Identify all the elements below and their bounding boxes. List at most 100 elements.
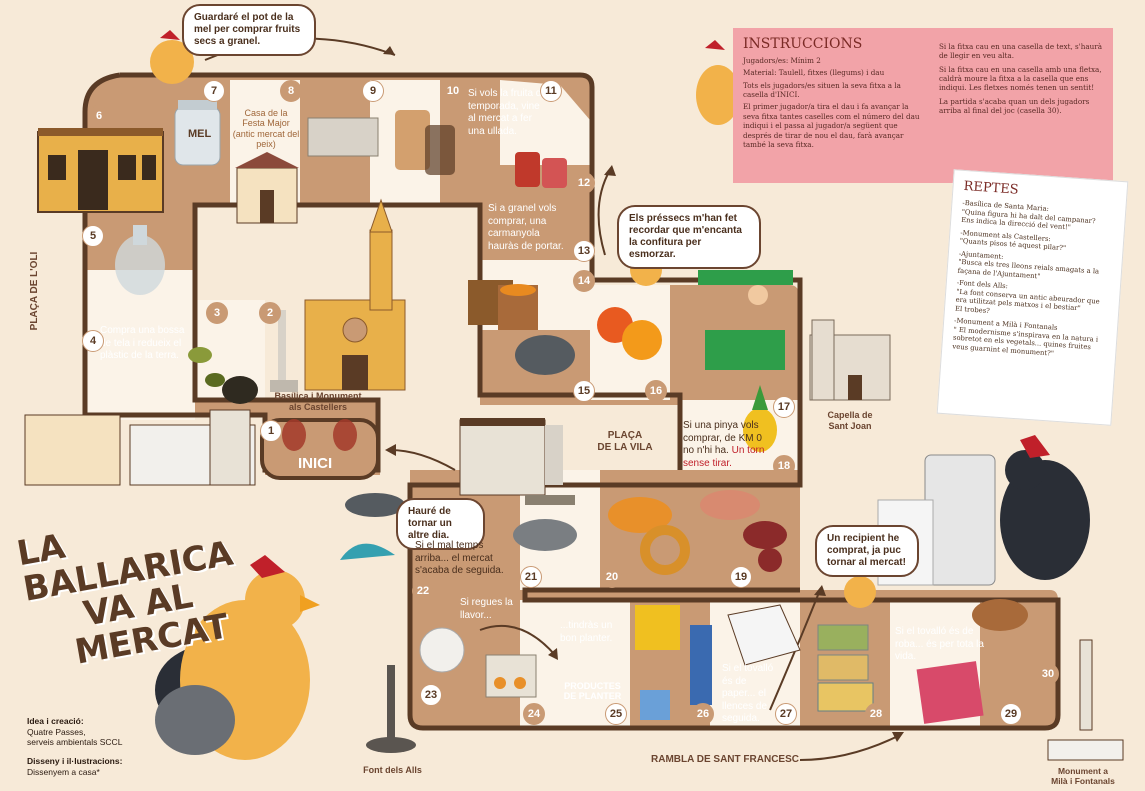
eggs-icon <box>485 654 537 698</box>
cell-number-29[interactable]: 29 <box>1000 703 1022 725</box>
instructions-p5: La partida s'acaba quan un dels jugadors… <box>938 96 1090 116</box>
cell-number-18[interactable]: 18 <box>773 455 795 477</box>
ajuntament-icon <box>459 418 575 505</box>
oil-bottle-icon <box>115 225 165 295</box>
cell-number-1[interactable]: 1 <box>260 420 282 442</box>
houses-icon <box>24 409 256 486</box>
label-capella: Capella de Sant Joan <box>815 410 885 432</box>
monument-mila-icon <box>1047 639 1124 761</box>
label-placa-vila-2: DE LA VILA <box>597 442 653 453</box>
sausages-icon <box>700 490 787 572</box>
castellers-monument-icon <box>270 310 298 392</box>
cell-number-19[interactable]: 19 <box>730 566 752 588</box>
repte-4: -Font dels Alls:"La font conserva un ant… <box>955 279 1110 324</box>
label-capella-1: Capella de <box>827 410 873 420</box>
cell-number-28[interactable]: 28 <box>865 703 887 725</box>
credits-idea-label: Idea i creació: <box>27 716 84 726</box>
instructions-p1: Tots els jugadors/es situen la seva fitx… <box>743 80 901 100</box>
basilica-icon <box>304 198 406 391</box>
cell-number-24[interactable]: 24 <box>523 703 545 725</box>
cell-number-6[interactable]: 6 <box>88 105 110 127</box>
food-containers-icon <box>817 624 874 712</box>
pineapple-icon <box>743 385 777 452</box>
credits-design-label: Disseny i il·lustracions: <box>27 755 123 766</box>
cell-number-11[interactable]: 11 <box>540 80 562 102</box>
instructions-p3: Si la fitxa cau en una casella de text, … <box>938 42 1102 61</box>
cell-number-8[interactable]: 8 <box>280 80 302 102</box>
cell-number-10[interactable]: 10 <box>442 80 464 102</box>
festa-major-house-icon <box>235 152 299 224</box>
cell-number-15[interactable]: 15 <box>573 380 595 402</box>
label-font-dels-alls: Font dels Alls <box>363 765 422 775</box>
cell-23-text: Si regues la llavor... <box>460 597 513 621</box>
cell-number-17[interactable]: 17 <box>773 396 795 418</box>
cell-27-text: Si el tovalló és de paper... el llences … <box>722 663 774 724</box>
cell-29-text: Si el tovalló és de roba... és per tota … <box>895 626 984 662</box>
cell-number-16[interactable]: 16 <box>645 380 667 402</box>
label-capella-2: Sant Joan <box>828 420 872 431</box>
nuts-jars-icon <box>395 110 455 175</box>
instructions-p2: El primer jugador/a tira el dau i fa ava… <box>743 102 920 149</box>
label-placa-oli: PLAÇA DE L'OLI <box>29 251 40 331</box>
credits-idea-value-1: Quatre Passes, <box>27 726 86 737</box>
label-basilica: Basílica i Monument als Castellers <box>274 391 362 412</box>
small-hen-icon-top <box>150 30 194 84</box>
cell-18-text: Si una pinya vols comprar, de KM 0 no n'… <box>683 420 771 470</box>
cell-number-7[interactable]: 7 <box>203 80 225 102</box>
speech-bubble-container: Un recipient he comprat, ja puc tornar a… <box>815 525 919 577</box>
black-rooster-icon <box>1000 435 1090 580</box>
planter-label-2: DE PLANTER <box>563 690 622 701</box>
label-placa-vila-1: PLAÇA <box>607 430 643 441</box>
planter-label: PRODUCTES DE PLANTER <box>560 681 625 702</box>
cell-number-30[interactable]: 30 <box>1037 663 1059 685</box>
rain-cloud-icon <box>340 493 405 560</box>
planter-label-1: PRODUCTES <box>564 681 621 691</box>
cell-number-26[interactable]: 26 <box>692 703 714 725</box>
instructions-players: Jugadors/es: Mínim 2 <box>743 56 821 65</box>
cell-number-14[interactable]: 14 <box>573 270 595 292</box>
cell-number-21[interactable]: 21 <box>520 566 542 588</box>
cell-number-23[interactable]: 23 <box>420 684 442 706</box>
cell-4-text: Compra una bossa de tela i redueix el pl… <box>100 325 185 361</box>
honey-jar-icon <box>174 100 221 166</box>
instructions-title: INSTRUCCIONS <box>743 36 863 52</box>
cell-number-3[interactable]: 3 <box>206 302 228 324</box>
instructions-panel: INSTRUCCIONS Jugadors/es: Mínim 2 Materi… <box>733 28 1113 183</box>
honey-jar-label: MEL <box>188 128 212 140</box>
label-monument-2: Milà i Fontanals <box>1051 776 1115 787</box>
font-dels-alls-icon <box>366 665 416 753</box>
cell-18-penalty: Un torn sense tirar. <box>683 445 765 469</box>
cell-number-12[interactable]: 12 <box>573 172 595 194</box>
credits-design-value: Dissenyem a casa* <box>27 766 100 777</box>
label-placa-vila: PLAÇA DE LA VILA <box>590 430 660 454</box>
bulk-bags-icon <box>468 280 538 330</box>
cell-number-2[interactable]: 2 <box>259 302 281 324</box>
cell-number-4[interactable]: 4 <box>82 330 104 352</box>
cell-number-22[interactable]: 22 <box>412 580 434 602</box>
cell-number-9[interactable]: 9 <box>362 80 384 102</box>
cloth-napkin-icon <box>916 661 984 724</box>
label-monument: Monument a Milà i Fontanals <box>1043 766 1123 786</box>
paper-napkin-icon <box>727 604 801 666</box>
peaches-icon <box>597 307 662 360</box>
label-monument-1: Monument a <box>1057 766 1109 776</box>
cell-8-text: Casa de la Festa Major (antic mercat del… <box>232 108 300 150</box>
cell-number-27[interactable]: 27 <box>775 703 797 725</box>
clothes-icon <box>635 605 712 720</box>
speech-bubble-rain: Hauré de tornar un altre dia. <box>396 498 485 550</box>
label-rambla: RAMBLA DE SANT FRANCESC <box>651 754 799 765</box>
olives-icon <box>188 347 258 404</box>
cell-number-5[interactable]: 5 <box>82 225 104 247</box>
cell-13-text: Si a granel vols comprar, una carmanyola… <box>488 203 564 252</box>
basket-icon <box>972 599 1028 631</box>
inici-label[interactable]: INICI <box>298 455 333 472</box>
credits: Idea i creació: Quatre Passes, serveis a… <box>27 716 122 777</box>
cell-number-25[interactable]: 25 <box>605 703 627 725</box>
instructions-material: Material: Taulell, fitxes (llegums) i da… <box>743 68 885 78</box>
cell-25-text: ...tindràs un bon planter. <box>560 620 613 644</box>
small-hen-icon-containers <box>844 576 876 608</box>
cell-number-13[interactable]: 13 <box>573 240 595 262</box>
capella-sant-joan-icon <box>809 319 891 401</box>
cell-number-20[interactable]: 20 <box>601 566 623 588</box>
